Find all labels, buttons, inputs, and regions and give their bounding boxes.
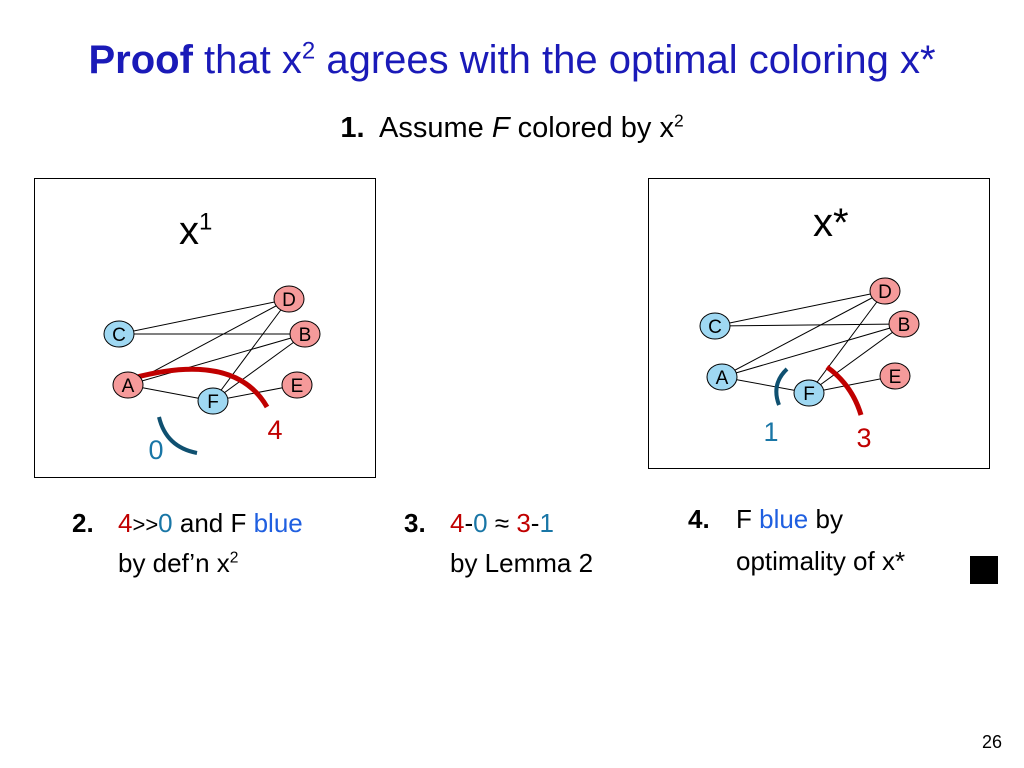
step-1-sup: 2 [674, 110, 684, 131]
step-1-text2: colored by x [509, 112, 674, 144]
step-1: 1. Assume F colored by x2 [0, 112, 1024, 145]
arc-blue-x1 [157, 416, 198, 455]
edge-a-b [721, 323, 905, 378]
edge-a-b [127, 333, 306, 386]
page-number: 26 [981, 732, 1002, 752]
step-2-number: 2. [72, 508, 94, 538]
node-d-label: D [878, 282, 892, 303]
step-3-a: 4 [450, 508, 465, 538]
node-e-xstar: E [879, 362, 911, 390]
edge-f-b [212, 333, 306, 402]
panel-xstar-label: x* [813, 201, 849, 245]
title-prefix: that x [192, 38, 302, 82]
step-4-line-1: F blue by [736, 500, 843, 538]
step-1-text: Assume [379, 112, 492, 144]
edge-c-b [714, 323, 905, 327]
step-4-post: by [808, 504, 843, 534]
edge-c-d [118, 298, 290, 335]
title-suffix: agrees with the optimal coloring x* [315, 38, 936, 82]
slide-title: Proof that x2 agrees with the optimal co… [0, 38, 1024, 83]
node-a-label: A [122, 376, 135, 397]
step-2-line-2: by def’n x2 [118, 548, 239, 578]
node-e-label: E [889, 367, 902, 388]
step-4-number: 4. [688, 504, 710, 534]
arc-blue-x1-value: 0 [148, 435, 163, 465]
step-2: 2. 4>>0 and F blue by def’n x2 [72, 504, 382, 584]
step-4-line-2: optimality of x* [736, 546, 906, 576]
step-3-b: 0 [473, 508, 488, 538]
node-b-label: B [898, 315, 911, 336]
arc-red-x1 [132, 366, 270, 409]
arc-blue-xstar [774, 367, 789, 406]
node-c-x1: C [103, 320, 135, 348]
step-4: 4. F blue by optimality of x* [688, 500, 968, 584]
graph-panel-x1: x1 D C B A [34, 178, 376, 478]
node-a-xstar: A [706, 363, 738, 391]
edge-c-d [714, 290, 886, 327]
step-4-color: blue [759, 504, 809, 534]
arc-blue-xstar-value: 1 [763, 417, 778, 447]
step-1-var: F [491, 112, 510, 144]
panel-x1-label-sup: 1 [199, 208, 213, 236]
step-3-d: 1 [539, 508, 554, 538]
step-2-v1: 4 [118, 508, 133, 538]
step-2-op: >> [132, 512, 159, 537]
node-b-xstar: B [888, 310, 920, 338]
node-c-label: C [708, 317, 722, 338]
graph-x1-edges [118, 298, 306, 402]
node-d-xstar: D [869, 277, 901, 305]
edge-f-d [212, 298, 290, 402]
step-1-number: 1. [340, 112, 365, 144]
node-d-label: D [282, 290, 296, 311]
node-f-label: F [207, 392, 219, 413]
node-f-x1: F [197, 387, 229, 415]
title-sup: 2 [301, 37, 316, 65]
step-3-number: 3. [404, 508, 426, 538]
step-3-dash-1: - [464, 508, 474, 538]
step-2-color: blue [253, 508, 303, 538]
node-b-label: B [299, 325, 312, 346]
step-3: 3. 4-0 ≈ 3-1 by Lemma 2 [404, 504, 664, 584]
graph-xstar-edges [714, 290, 905, 394]
node-e-label: E [291, 376, 304, 397]
step-2-mid: and F [172, 508, 254, 538]
step-4-pre: F [736, 504, 760, 534]
title-bold: Proof [88, 38, 193, 82]
arc-red-xstar [825, 364, 864, 416]
node-f-xstar: F [793, 379, 825, 407]
step-3-line-1: 4-0 ≈ 3-1 [450, 504, 554, 542]
node-d-x1: D [273, 285, 305, 313]
panel-x1-label: x1 [179, 208, 213, 253]
node-a-label: A [716, 368, 729, 389]
step-2-sup: 2 [229, 549, 239, 567]
node-f-label: F [803, 384, 815, 405]
step-3-approx: ≈ [487, 508, 517, 538]
arc-red-x1-value: 4 [267, 415, 282, 445]
step-3-c: 3 [516, 508, 531, 538]
graph-xstar: D C B A E F 1 3 [699, 277, 920, 453]
qed-square [970, 556, 998, 584]
edge-f-d [808, 290, 886, 394]
step-3-dash-2: - [530, 508, 540, 538]
step-2-v2: 0 [158, 508, 173, 538]
graph-panel-xstar: x* D C B A [648, 178, 990, 469]
arc-red-xstar-value: 3 [856, 423, 871, 453]
node-c-xstar: C [699, 312, 731, 340]
node-c-label: C [112, 325, 126, 346]
edge-a-d [721, 290, 886, 378]
node-b-x1: B [289, 320, 321, 348]
edge-f-b [808, 323, 905, 394]
step-3-line-2: by Lemma 2 [450, 548, 594, 578]
node-e-x1: E [281, 371, 313, 399]
node-a-x1: A [112, 371, 144, 399]
graph-x1: D C B A E F 4 0 [103, 285, 321, 465]
step-2-line-1: 4>>0 and F blue [118, 504, 303, 544]
